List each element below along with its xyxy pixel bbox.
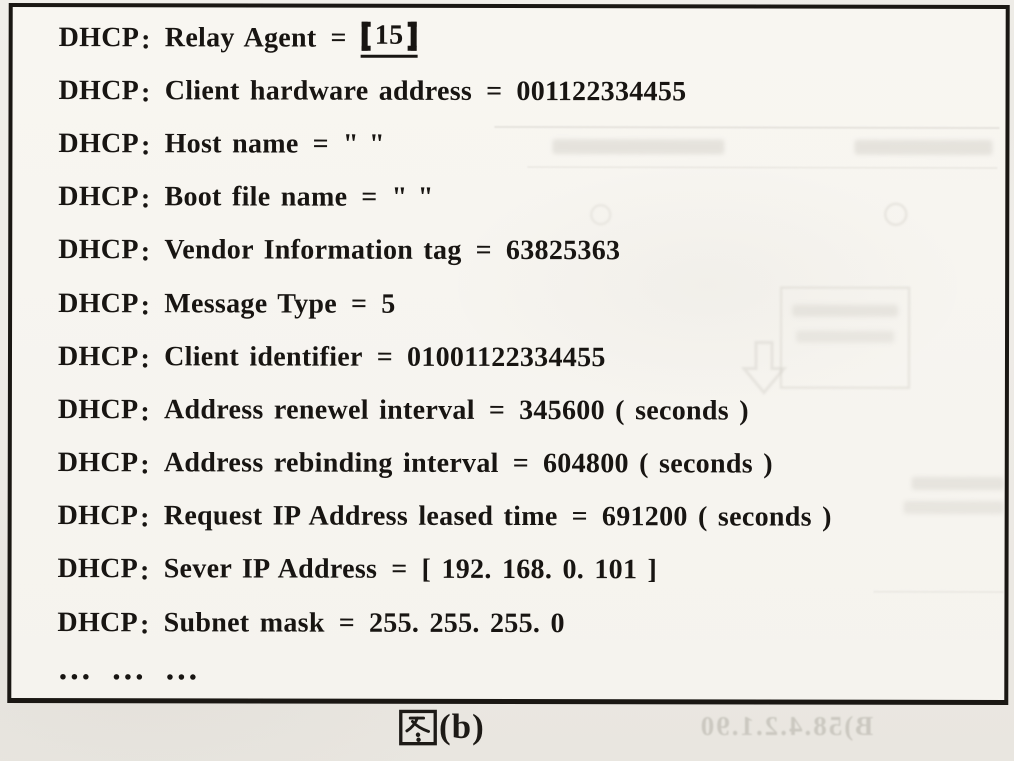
dhcp-trace-line: DHCP: Relay Agent = 15	[59, 11, 998, 66]
dhcp-trace-line: DHCP: Client hardware address = 00112233…	[58, 64, 997, 119]
field-value: 001122334455	[516, 75, 687, 108]
equals-sign: =	[330, 22, 347, 54]
dhcp-trace-line: DHCP: Request IP Address leased time = 6…	[58, 490, 997, 545]
protocol-prefix: DHCP	[58, 74, 140, 107]
field-label: Address rebinding interval	[163, 447, 499, 480]
field-label: Client hardware address	[164, 75, 473, 107]
field-value: 15	[360, 18, 418, 58]
colon-separator: :	[140, 396, 151, 428]
colon-separator: :	[139, 608, 150, 640]
cjk-figure-glyph	[399, 709, 437, 746]
equals-sign: =	[571, 501, 588, 533]
dhcp-trace-line: DHCP: Subnet mask = 255. 255. 255. 0	[57, 596, 996, 651]
field-value: 604800 ( seconds )	[542, 448, 773, 480]
bleed-mirrored-text: B)58.4.2.1.90	[698, 711, 874, 741]
field-value: 691200 ( seconds )	[601, 501, 832, 533]
colon-separator: :	[140, 449, 150, 481]
dhcp-trace-lines: DHCP: Relay Agent = 15 DHCP: Client hard…	[11, 7, 1005, 705]
protocol-prefix: DHCP	[58, 287, 139, 319]
field-label: Host name	[164, 128, 299, 160]
protocol-prefix: DHCP	[58, 234, 139, 266]
figure-caption: (b)	[398, 706, 485, 748]
protocol-prefix: DHCP	[57, 553, 139, 585]
field-label: Subnet mask	[163, 606, 325, 639]
equals-sign: =	[351, 288, 368, 320]
protocol-prefix: DHCP	[57, 500, 139, 532]
equals-sign: =	[376, 341, 394, 373]
field-value: 5	[381, 288, 396, 320]
dhcp-trace-line: DHCP: Host name = " "	[58, 117, 997, 172]
dhcp-trace-line: DHCP: Vendor Information tag = 63825363	[58, 224, 997, 279]
protocol-prefix: DHCP	[57, 447, 139, 479]
protocol-prefix: DHCP	[58, 21, 140, 53]
dhcp-trace-line: DHCP: Address rebinding interval = 60480…	[58, 437, 997, 492]
dhcp-trace-line: DHCP: Boot file name = " "	[58, 171, 997, 226]
field-label: Sever IP Address	[163, 553, 378, 586]
protocol-prefix: DHCP	[58, 128, 140, 160]
field-label: Boot file name	[164, 181, 348, 213]
field-label: Request IP Address leased time	[163, 500, 558, 533]
figure-caption-label: (b)	[439, 707, 485, 746]
dhcp-trace-line: DHCP: Address renewel interval = 345600 …	[58, 383, 997, 438]
equals-sign: =	[486, 75, 503, 107]
protocol-prefix: DHCP	[57, 393, 139, 426]
field-value: 01001122334455	[407, 341, 606, 373]
field-value: 345600 ( seconds )	[519, 394, 749, 427]
colon-separator: :	[140, 502, 150, 534]
field-value: [ 192. 168. 0. 101 ]	[421, 554, 658, 586]
field-value: 255. 255. 255. 0	[368, 607, 565, 639]
field-label: Message Type	[164, 287, 338, 320]
colon-separator: :	[140, 342, 151, 374]
field-label: … … …	[57, 649, 203, 688]
equals-sign: =	[512, 448, 530, 480]
equals-sign: =	[475, 235, 492, 267]
protocol-prefix: DHCP	[58, 181, 139, 213]
field-value: " "	[342, 128, 385, 160]
colon-separator: :	[140, 183, 151, 215]
equals-sign: =	[338, 607, 356, 639]
field-label: Vendor Information tag	[164, 234, 462, 267]
field-label: Address renewel interval	[164, 394, 475, 426]
dhcp-trace-line: DHCP: Client identifier = 01001122334455	[58, 330, 997, 385]
equals-sign: =	[488, 394, 506, 426]
colon-separator: :	[140, 289, 151, 321]
lenticular-bracket-right-icon	[407, 21, 417, 51]
field-label: Client identifier	[164, 340, 363, 373]
dhcp-trace-line: DHCP: Sever IP Address = [ 192. 168. 0. …	[57, 543, 996, 598]
colon-separator: :	[141, 77, 151, 109]
lenticular-bracket-left-icon	[361, 21, 371, 51]
field-value: 63825363	[505, 235, 621, 267]
colon-separator: :	[140, 555, 150, 587]
protocol-prefix: DHCP	[57, 606, 139, 638]
dhcp-trace-line: … … …	[57, 649, 996, 704]
colon-separator: :	[140, 236, 151, 268]
equals-sign: =	[361, 181, 378, 213]
protocol-prefix: DHCP	[57, 340, 139, 372]
equals-sign: =	[391, 554, 408, 586]
field-label: Relay Agent	[164, 21, 317, 54]
dhcp-trace-panel: DHCP: Relay Agent = 15 DHCP: Client hard…	[7, 2, 1010, 706]
colon-separator: :	[140, 130, 151, 162]
dhcp-trace-line: DHCP: Message Type = 5	[58, 277, 997, 332]
equals-sign: =	[312, 128, 329, 160]
blank-answer-number: 15	[374, 19, 404, 51]
field-value: " "	[391, 181, 434, 213]
colon-separator: :	[141, 23, 151, 55]
